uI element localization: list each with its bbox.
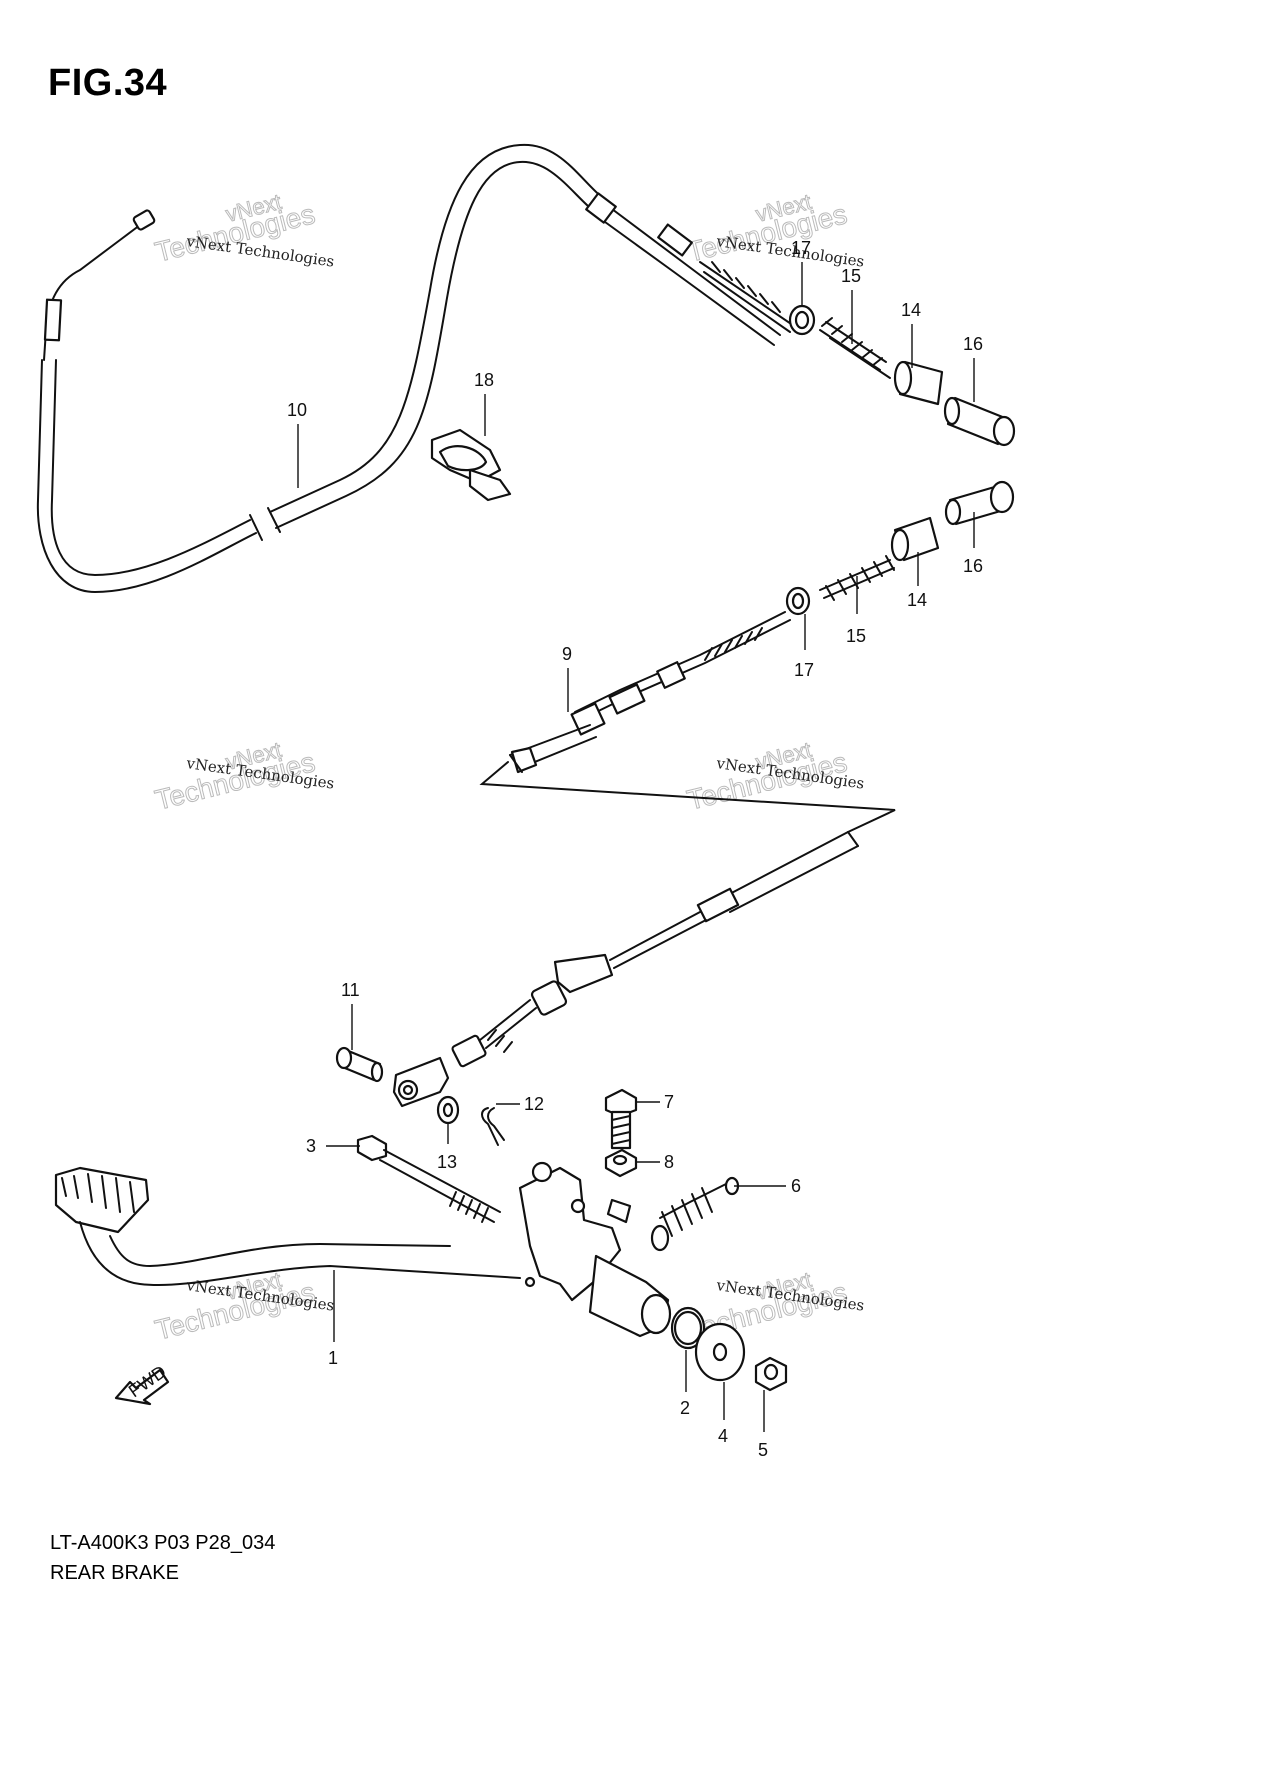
callout-11: 11 <box>341 980 360 1000</box>
callout-17-bottom: 17 <box>794 660 814 680</box>
forward-direction-arrow: FWD <box>114 1361 170 1406</box>
lower-brake-cable <box>392 611 896 1108</box>
clevis-pin <box>335 1046 384 1083</box>
watermark-group-1: Technologies vNext vNext Technologies <box>151 188 335 270</box>
callout-12: 12 <box>524 1094 544 1114</box>
return-spring <box>650 1176 740 1252</box>
watermark-group-3: Technologies vNext vNext Technologies <box>151 736 335 816</box>
watermark-group-2: Technologies vNext vNext Technologies <box>683 188 865 270</box>
section-name: REAR BRAKE <box>50 1562 179 1584</box>
callout-3: 3 <box>306 1136 316 1156</box>
callout-7: 7 <box>664 1092 674 1112</box>
brake-pedal <box>54 1161 672 1338</box>
pivot-bolt <box>356 1134 501 1223</box>
figure-title: FIG.34 <box>48 62 168 104</box>
upper-brake-cable <box>36 143 801 594</box>
callout-6: 6 <box>791 1176 801 1196</box>
callout-17-top: 17 <box>791 238 811 258</box>
model-code: LT-A400K3 P03 P28_034 <box>50 1532 276 1554</box>
upper-adjuster-set <box>788 304 1016 447</box>
callout-16-bottom: 16 <box>963 556 983 576</box>
callout-13: 13 <box>437 1152 457 1172</box>
callout-14-top: 14 <box>901 300 921 320</box>
washer-and-cotter-pin <box>436 1095 505 1146</box>
callout-9: 9 <box>562 644 572 664</box>
callout-5: 5 <box>758 1440 768 1460</box>
watermark-group-5: Technologies vNext vNext Technologies <box>151 1266 335 1346</box>
callout-16-top: 16 <box>963 334 983 354</box>
leader-lines <box>297 262 975 1432</box>
watermark-group-4: Technologies vNext vNext Technologies <box>683 736 865 816</box>
lower-adjuster-set <box>785 480 1015 616</box>
bolt-and-nut <box>604 1088 638 1178</box>
callout-15-top: 15 <box>841 266 861 286</box>
callout-14-bottom: 14 <box>907 590 927 610</box>
callout-15-bottom: 15 <box>846 626 866 646</box>
pedal-hardware <box>670 1306 788 1392</box>
callout-8: 8 <box>664 1152 674 1172</box>
cable-clamp <box>430 428 512 502</box>
callout-numbers: 10 18 17 15 14 16 16 14 15 17 9 11 13 12… <box>287 238 983 1460</box>
callout-10: 10 <box>287 400 307 420</box>
callout-1: 1 <box>328 1348 338 1368</box>
callout-18: 18 <box>474 370 494 390</box>
callout-2: 2 <box>680 1398 690 1418</box>
callout-4: 4 <box>718 1426 728 1446</box>
